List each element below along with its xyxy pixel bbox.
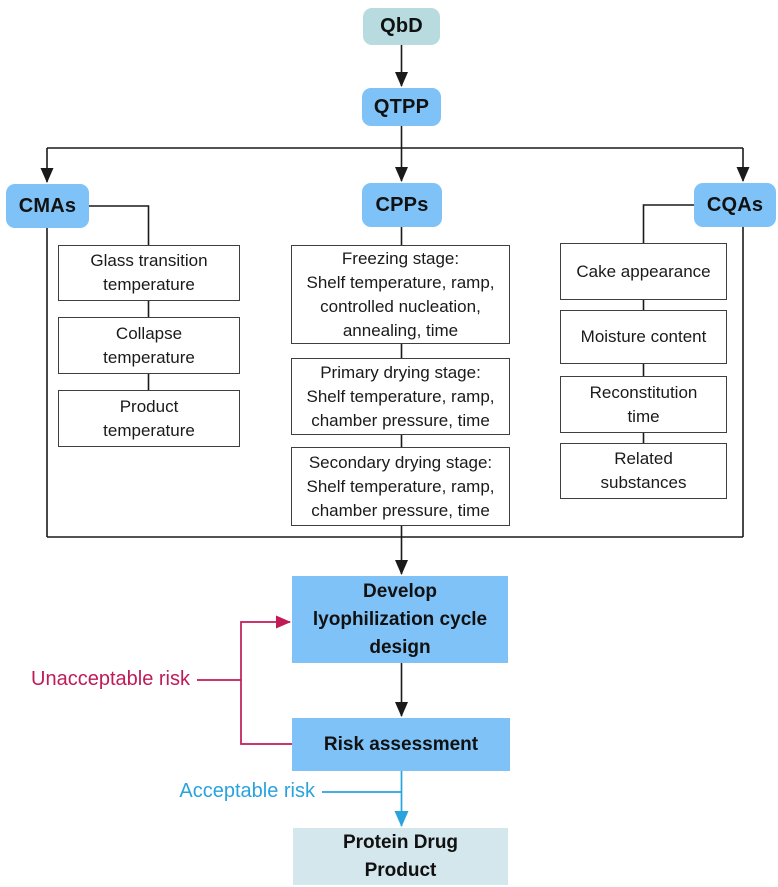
node-protein-drug-product: Protein Drug Product	[293, 828, 508, 885]
box-line: Reconstitution	[589, 382, 698, 402]
node-develop-lyophilization-cycle-design: Develop lyophilization cycle design	[292, 576, 508, 663]
box-line: Collapse	[115, 323, 183, 343]
box-line: chamber pressure, time	[311, 500, 490, 520]
cpp-box-freezing-stage: Freezing stage: Shelf temperature, ramp,…	[291, 245, 510, 344]
node-cpps: CPPs	[362, 183, 442, 227]
acceptable-risk-connector	[322, 771, 409, 827]
node-cmas-label: CMAs	[18, 194, 77, 217]
box-line: Related	[614, 449, 673, 468]
box-line: lyophilization cycle	[312, 608, 488, 630]
box-line: chamber pressure, time	[311, 410, 490, 430]
node-cpps-label: CPPs	[375, 193, 429, 216]
node-risk-assessment: Risk assessment	[292, 718, 510, 771]
box-line: Risk assessment	[323, 733, 479, 755]
cqa-box-related-substances: Related substances	[560, 443, 727, 499]
box-line: Secondary drying stage:	[308, 452, 493, 472]
cma-box-collapse-temperature: Collapse temperature	[58, 317, 240, 374]
cqa-box-reconstitution-time: Reconstitution time	[560, 376, 727, 433]
box-line: annealing, time	[342, 320, 459, 340]
box-line: controlled nucleation,	[320, 296, 481, 316]
box-line: Moisture content	[580, 327, 707, 346]
box-line: temperature	[103, 347, 195, 367]
node-cmas: CMAs	[6, 184, 89, 228]
node-cqas: CQAs	[694, 183, 776, 227]
black-connectors	[40, 45, 750, 717]
node-qtpp: QTPP	[362, 88, 441, 126]
cqa-box-moisture-content: Moisture content	[560, 310, 727, 364]
box-line: substances	[600, 473, 687, 492]
box-line: Shelf temperature, ramp,	[306, 476, 495, 496]
cqa-box-cake-appearance: Cake appearance	[560, 243, 727, 300]
box-line: Shelf temperature, ramp,	[306, 386, 495, 406]
box-line: Shelf temperature, ramp,	[306, 272, 495, 292]
box-line: Product	[364, 859, 437, 881]
box-line: Freezing stage:	[341, 248, 460, 268]
acceptable-risk-label: Acceptable risk	[179, 780, 315, 802]
cpp-box-secondary-drying-stage: Secondary drying stage: Shelf temperatur…	[291, 447, 510, 526]
node-qtpp-label: QTPP	[373, 95, 430, 118]
box-line: Glass transition	[90, 251, 208, 270]
box-line: Develop	[363, 580, 437, 602]
box-line: Cake appearance	[576, 261, 711, 281]
box-line: design	[369, 636, 431, 658]
cma-box-product-temperature: Product temperature	[58, 390, 240, 447]
box-line: time	[627, 406, 660, 426]
box-line: Product	[119, 396, 179, 416]
box-line: temperature	[103, 275, 195, 294]
unacceptable-risk-label: Unacceptable risk	[31, 668, 190, 690]
node-cqas-label: CQAs	[706, 193, 764, 216]
box-line: temperature	[103, 420, 195, 440]
box-line: Protein Drug	[342, 831, 459, 853]
node-qbd: QbD	[363, 8, 440, 45]
node-qbd-label: QbD	[380, 15, 423, 37]
cma-box-glass-transition-temperature: Glass transition temperature	[58, 245, 240, 301]
cpp-box-primary-drying-stage: Primary drying stage: Shelf temperature,…	[291, 358, 510, 435]
unacceptable-risk-connector	[197, 615, 292, 745]
box-line: Primary drying stage:	[320, 362, 481, 382]
